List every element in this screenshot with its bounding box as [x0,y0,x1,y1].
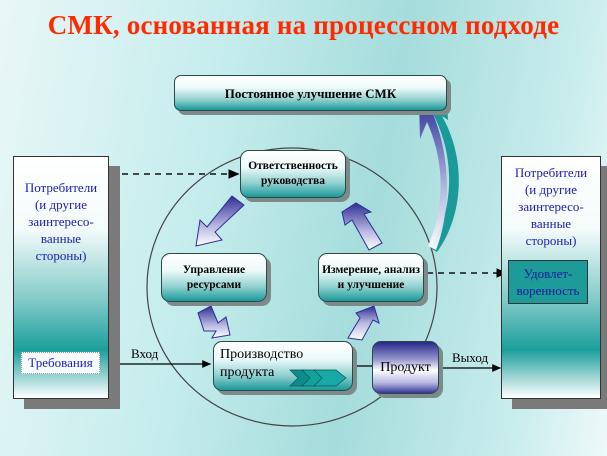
cycle-arrow-icon [195,195,383,341]
product-label: Продукт [380,360,431,375]
right-panel-line: (и другие [524,182,578,197]
left-panel-line: ванные [40,231,82,246]
chevron-arrows-icon [289,369,347,387]
continuous-improvement-box[interactable]: Постоянное улучшение СМК [174,75,447,111]
resource-management-box[interactable]: Управление ресурсами [161,253,267,302]
input-label: Вход [131,346,159,361]
product-box[interactable]: Продукт [372,341,439,394]
right-panel-line: Потребители [514,165,588,180]
production-label-line2: продукта [220,365,275,380]
responsibility-label-line2: руководства [260,175,325,187]
output-label: Выход [452,350,489,365]
product-realization-box[interactable]: Производство продукта [213,341,353,391]
requirements-box[interactable]: Требования [21,352,100,374]
process-cycle-circle [146,147,438,427]
resources-label-line1: Управление [182,263,246,276]
right-panel-line: стороны) [525,233,577,248]
management-responsibility-box[interactable]: Ответственность руководства [240,150,346,198]
right-panel-line: заинтересо- [518,199,584,214]
improvement-curved-arrow-icon [419,88,459,252]
measurement-analysis-box[interactable]: Измерение, анализ и улучшение [318,253,424,302]
left-panel-line: заинтересо- [28,214,94,229]
continuous-improvement-label: Постоянное улучшение СМК [224,85,397,101]
measurement-label-line2: и улучшение [337,278,405,291]
production-label-line1: Производство [220,347,304,362]
satisfaction-line1: Удовлет- [523,266,573,281]
left-panel-line: Потребители [24,180,98,195]
page-title: СМК, основанная на процессном подходе [47,10,560,40]
resources-label-line2: ресурсами [186,278,242,291]
measurement-label-line1: Измерение, анализ [322,263,420,276]
satisfaction-box[interactable]: Удовлет- воренность [508,260,588,304]
left-panel-line: (и другие [34,197,88,212]
satisfaction-line2: воренность [516,283,580,298]
responsibility-label-line1: Ответственность [248,160,338,172]
right-panel-line: ванные [530,216,572,231]
left-panel-line: стороны) [35,248,87,263]
